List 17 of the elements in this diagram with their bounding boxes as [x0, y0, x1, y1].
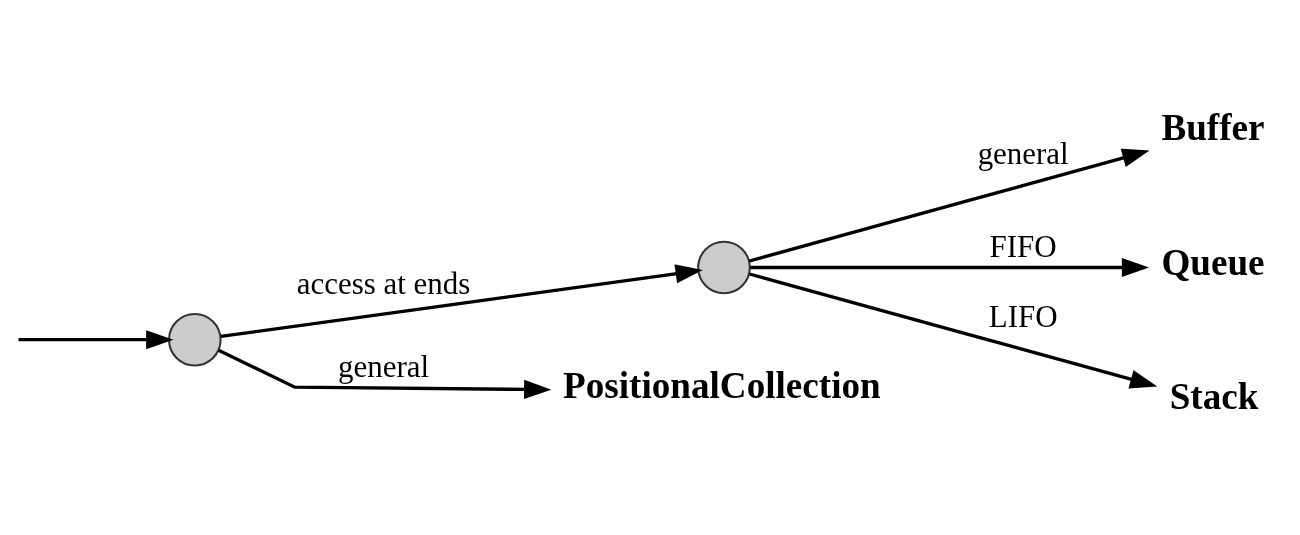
node-text: Stack [1169, 375, 1259, 417]
edge-label: FIFO [989, 229, 1057, 265]
edge-label: general [338, 348, 430, 384]
edge-label: LIFO [988, 299, 1058, 335]
node-circle [167, 312, 222, 367]
edge-label: access at ends [296, 266, 471, 302]
arrow [18, 330, 174, 350]
node-text: Buffer [1161, 107, 1265, 149]
arrow [220, 264, 703, 339]
edge-label: general [977, 136, 1069, 172]
arrow [749, 148, 1150, 263]
node-text: Queue [1161, 241, 1265, 283]
arrow [749, 272, 1158, 389]
arrow [750, 257, 1150, 278]
node-text: PositionalCollection [563, 365, 881, 407]
node-circle [697, 240, 751, 295]
arrow [217, 348, 552, 399]
